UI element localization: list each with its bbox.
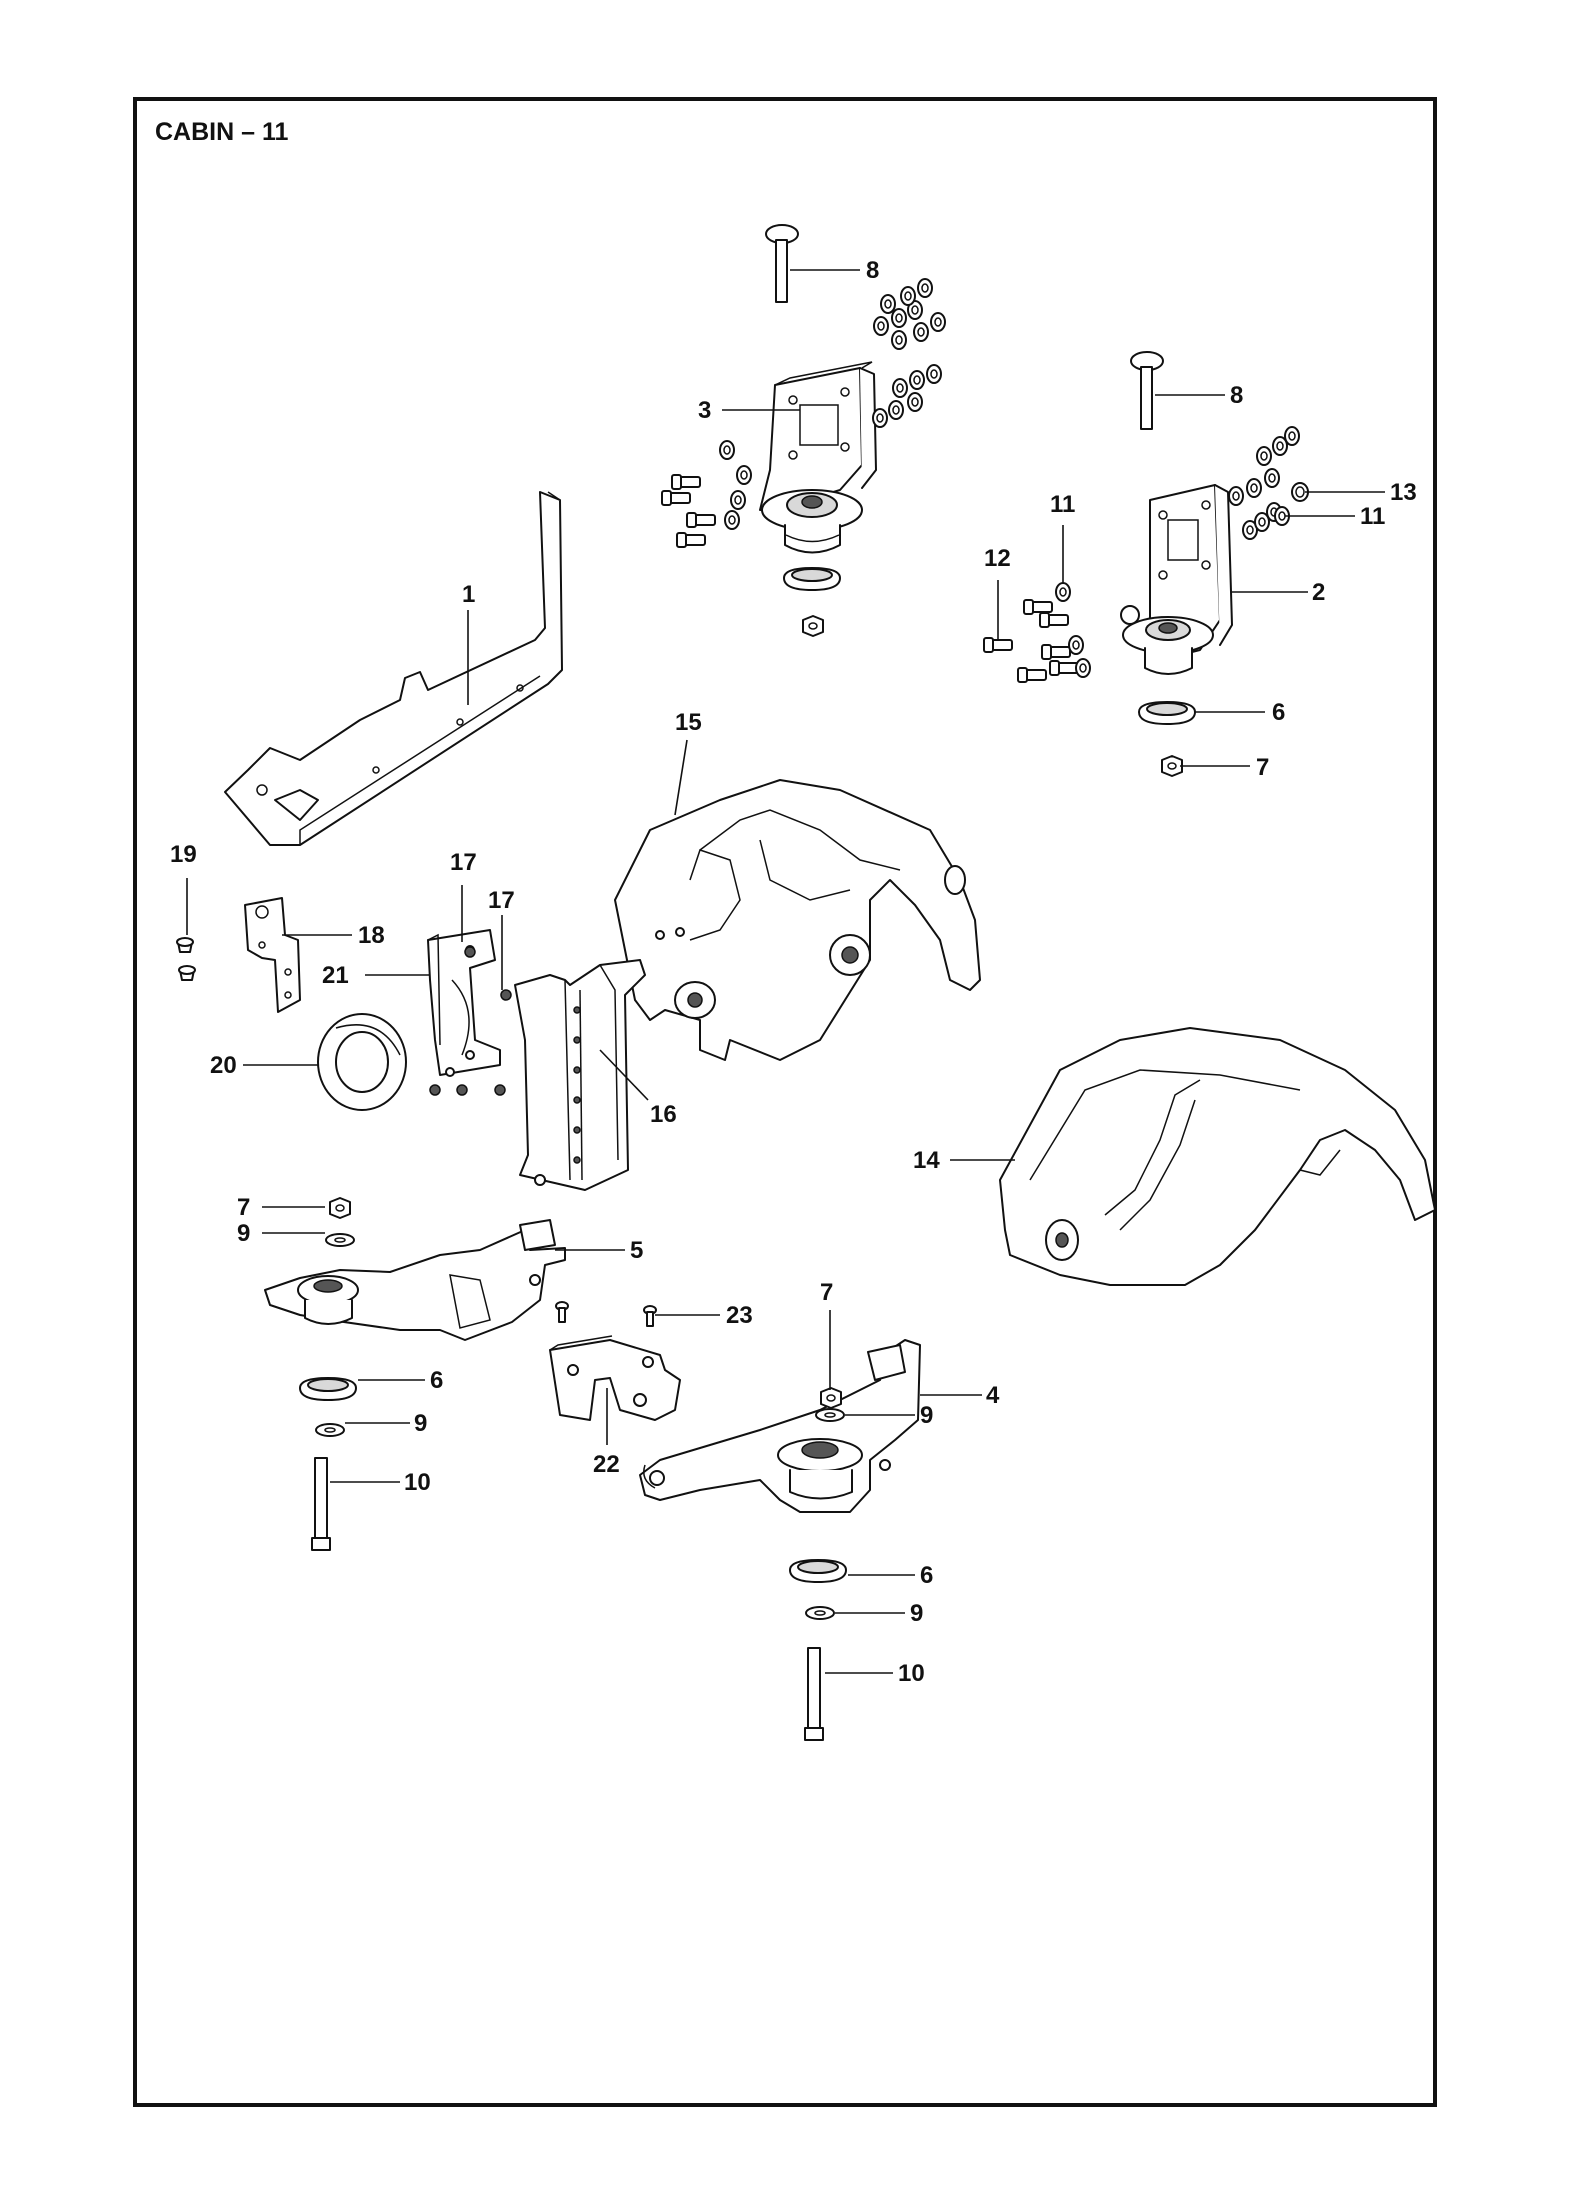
callout-19: 19 [170, 841, 197, 868]
bracket-22 [549, 1335, 681, 1421]
callout-23: 23 [726, 1302, 753, 1329]
callout-10: 10 [404, 1469, 431, 1496]
fender-14 [999, 1027, 1436, 1286]
callout-21: 21 [322, 962, 349, 989]
callout-7: 7 [820, 1279, 833, 1306]
callout-6: 6 [920, 1562, 933, 1589]
callout-12: 12 [984, 545, 1011, 572]
callout-9: 9 [910, 1600, 923, 1627]
callout-7: 7 [237, 1194, 250, 1221]
callout-22: 22 [593, 1451, 620, 1478]
callout-7: 7 [1256, 754, 1269, 781]
ring-20 [317, 1013, 407, 1111]
rivets-19 [176, 937, 196, 981]
callout-11: 11 [1050, 491, 1075, 518]
nut-washer-stack-4 [789, 1387, 847, 1620]
callout-9: 9 [920, 1402, 933, 1429]
mount-bracket-2 [1120, 484, 1233, 675]
callout-11: 11 [1360, 503, 1385, 530]
callout-16: 16 [650, 1101, 677, 1128]
bracket-5 [264, 1219, 566, 1341]
callout-4: 4 [986, 1382, 1000, 1409]
page-title: CABIN – 11 [155, 118, 289, 146]
carriage-bolt-8-right [1130, 351, 1164, 430]
mount-bracket-3 [759, 361, 877, 554]
leader-lines [186, 269, 1385, 1674]
callout-18: 18 [358, 922, 385, 949]
callout-9: 9 [237, 1220, 250, 1247]
callout-labels: 8 8 3 2 13 11 11 12 6 7 1 15 19 18 17 17… [170, 257, 1417, 1687]
callout-5: 5 [630, 1237, 643, 1264]
callout-3: 3 [698, 397, 711, 424]
callout-6: 6 [430, 1367, 443, 1394]
callout-17: 17 [488, 887, 515, 914]
bolt-10-left [311, 1457, 331, 1551]
callout-13: 13 [1390, 479, 1417, 506]
cup-and-nut-top [783, 567, 841, 637]
screws-23 [555, 1301, 657, 1327]
callout-6: 6 [1272, 699, 1285, 726]
callout-14: 14 [913, 1147, 940, 1174]
bracket-18 [244, 897, 301, 1013]
callout-1: 1 [462, 581, 475, 608]
callout-17: 17 [450, 849, 477, 876]
diagram-frame [133, 97, 1437, 2107]
callout-20: 20 [210, 1052, 237, 1079]
callout-10: 10 [898, 1660, 925, 1687]
cover-15 [614, 779, 981, 1061]
callout-2: 2 [1312, 579, 1325, 606]
bracket-4 [639, 1339, 921, 1513]
bracket-1 [224, 491, 563, 846]
bracket-21 [427, 929, 501, 1077]
bracket-16 [514, 959, 646, 1191]
callout-15: 15 [675, 709, 702, 736]
carriage-bolt-8-top [765, 224, 799, 303]
callout-8: 8 [866, 257, 879, 284]
nut-washer-stack-5 [299, 1197, 357, 1437]
screws-17 [429, 946, 512, 1096]
callout-8: 8 [1230, 382, 1243, 409]
bolt-10-right [804, 1647, 824, 1741]
callout-9: 9 [414, 1410, 427, 1437]
cup-and-nut-right [1138, 701, 1196, 777]
